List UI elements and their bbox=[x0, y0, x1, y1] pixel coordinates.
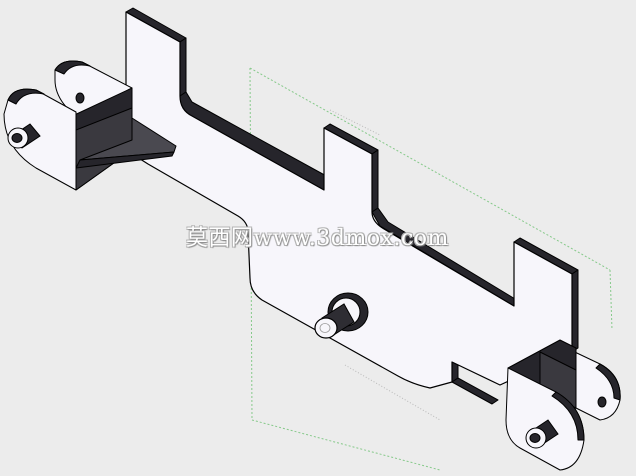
right-pin[interactable] bbox=[525, 419, 559, 449]
left-pin[interactable] bbox=[7, 123, 41, 149]
center-pin[interactable] bbox=[314, 292, 369, 339]
right-bracket[interactable] bbox=[505, 339, 621, 471]
construction-lines bbox=[329, 109, 441, 421]
left-bracket[interactable] bbox=[3, 60, 177, 191]
flat-plate[interactable] bbox=[125, 11, 573, 389]
